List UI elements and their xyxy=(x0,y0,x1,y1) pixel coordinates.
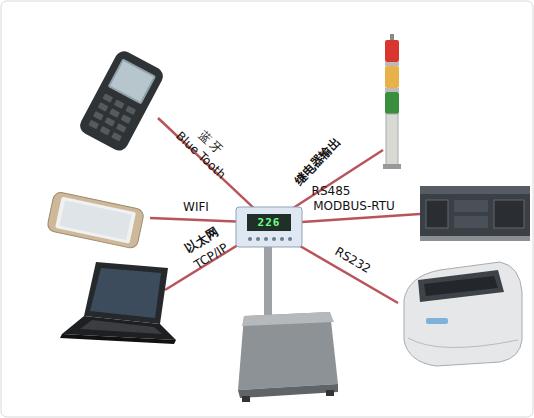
weight-indicator xyxy=(236,207,302,247)
printer-device xyxy=(404,262,522,366)
display-reading: 226 xyxy=(258,217,281,230)
plc-device xyxy=(420,186,530,241)
platform-scale xyxy=(238,245,338,402)
tower-light xyxy=(383,34,401,169)
link-lines xyxy=(150,118,420,303)
link-label: RS485 xyxy=(312,185,351,199)
pda-device xyxy=(77,48,166,154)
laptop-device xyxy=(60,262,176,344)
phone-device xyxy=(46,191,144,249)
link-label: MODBUS-RTU xyxy=(313,200,395,214)
link-label: WIFI xyxy=(183,201,209,215)
